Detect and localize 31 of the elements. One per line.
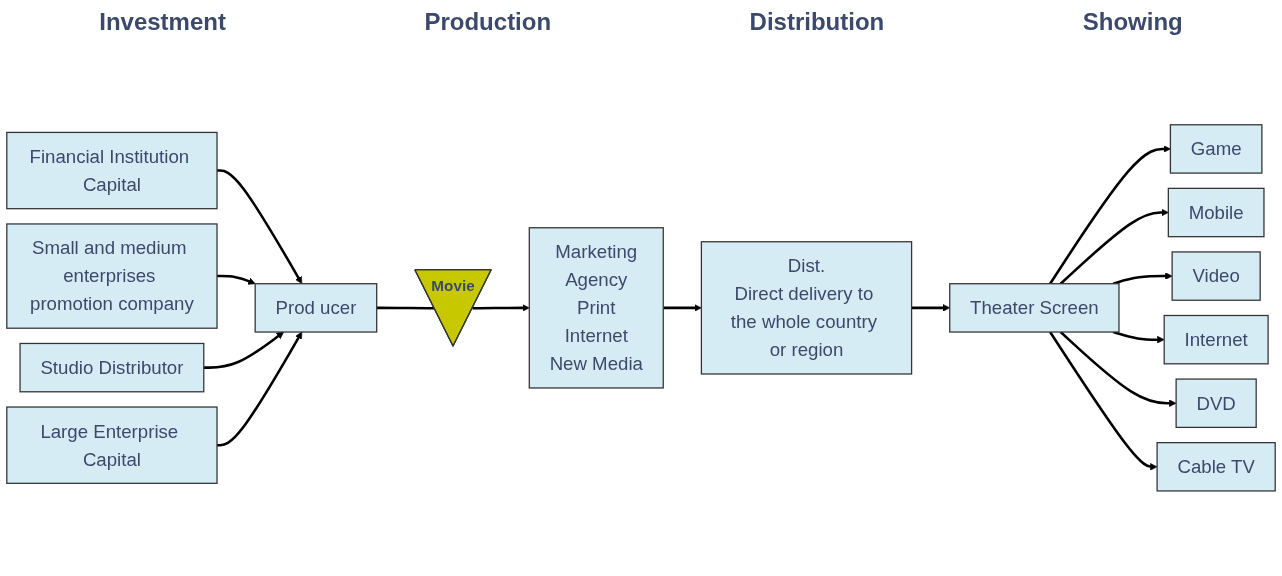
- column-heading: Investment: [99, 8, 226, 36]
- arrow: [1059, 331, 1177, 408]
- column-heading: Distribution: [749, 8, 885, 36]
- node-box: Prod ucer: [254, 283, 378, 333]
- node-box: Marketing Agency Print Internet New Media: [528, 227, 664, 389]
- node-box: Financial Institution Capital: [6, 131, 218, 210]
- node-box: Theater Screen: [949, 283, 1120, 333]
- arrow: [472, 304, 530, 312]
- arrow: [1112, 272, 1173, 286]
- node-box: Video: [1171, 251, 1261, 301]
- arrow: [217, 274, 256, 285]
- node-box: DVD: [1175, 378, 1257, 429]
- arrow: [1112, 330, 1165, 344]
- node-box: Large Enterprise Capital: [6, 406, 218, 485]
- arrow: [217, 169, 303, 285]
- node-box: Mobile: [1167, 187, 1265, 238]
- arrow: [663, 304, 702, 312]
- node-box: Cable TV: [1156, 442, 1276, 492]
- column-heading: Showing: [1082, 8, 1183, 36]
- arrow: [203, 331, 284, 369]
- arrow: [217, 331, 303, 447]
- node-box: Game: [1169, 124, 1263, 174]
- node-box: Small and medium enterprises promotion company: [6, 223, 218, 329]
- column-heading: Production: [424, 8, 552, 36]
- node-box: Studio Distributor: [19, 342, 205, 393]
- node-box: Dist. Direct delivery to the whole country or region: [700, 241, 913, 375]
- connector: [376, 306, 435, 310]
- arrow: [1049, 331, 1158, 471]
- arrow: [1049, 145, 1171, 285]
- node-box: Internet: [1163, 315, 1269, 365]
- arrow: [1059, 208, 1169, 285]
